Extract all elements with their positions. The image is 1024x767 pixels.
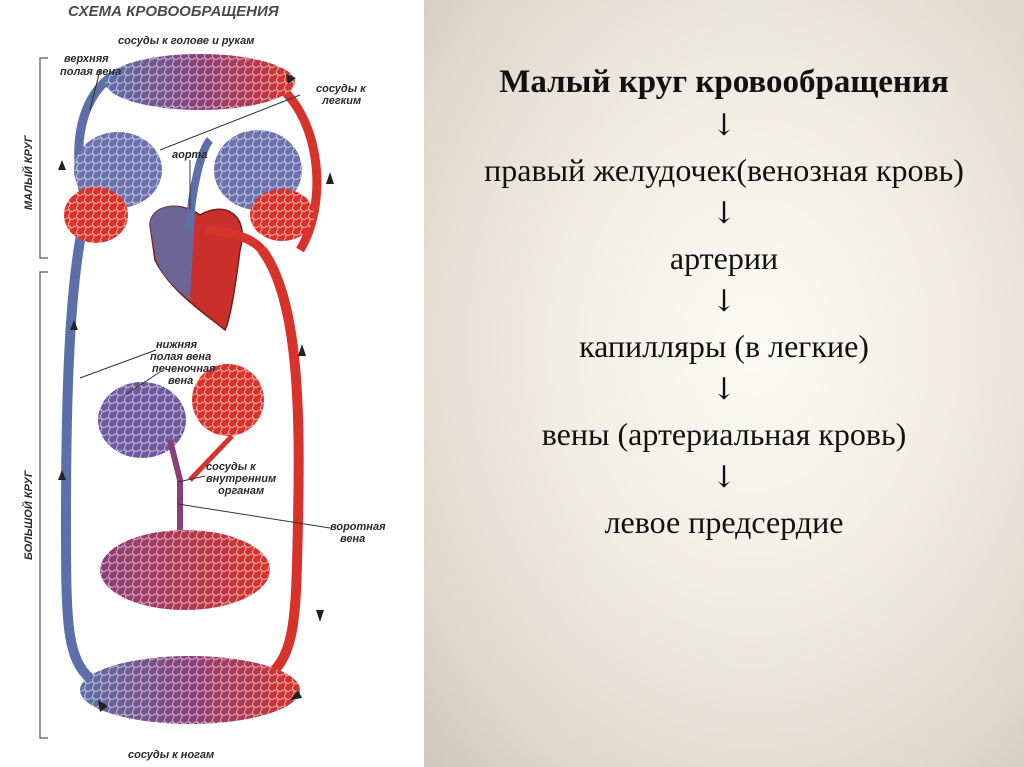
- label-organs-1: сосуды к: [206, 461, 257, 473]
- label-portal-1: воротная: [330, 521, 386, 533]
- label-lungs-1: сосуды к: [316, 83, 367, 95]
- flow-step-right-ventricle: правый желудочек(венозная кровь): [484, 152, 964, 188]
- flow-step-capillaries: капилляры (в легкие): [579, 328, 869, 364]
- down-arrow-icon: ↓: [711, 372, 737, 407]
- label-hepatic-2: вена: [168, 375, 193, 387]
- down-arrow-icon: ↓: [711, 460, 737, 495]
- artery-to-organs: [188, 434, 234, 482]
- label-ivc-1: нижняя: [156, 339, 198, 351]
- label-organs-3: органам: [218, 485, 264, 497]
- down-arrow-icon: ↓: [711, 284, 737, 319]
- text-panel: Малый круг кровообращения ↓ правый желуд…: [424, 0, 1024, 767]
- down-arrow-icon: ↓: [711, 196, 737, 231]
- label-lungs-2: легким: [321, 95, 361, 107]
- big-circle-bracket: [39, 271, 48, 739]
- artery-aorta-descending: [257, 246, 304, 685]
- small-circle-bracket: [39, 57, 48, 259]
- label-head-arms: сосуды к голове и рукам: [118, 35, 254, 47]
- down-arrow-icon: ↓: [711, 108, 737, 143]
- label-ivc-2: полая вена: [150, 351, 211, 363]
- label-hepatic-1: печеночная: [152, 363, 216, 375]
- flow-arrows: [58, 74, 334, 712]
- label-portal-2: вена: [340, 533, 365, 545]
- pulmonary-trunk: [186, 137, 214, 231]
- heart-right-side: [150, 206, 195, 300]
- vein-ivc: [60, 229, 96, 684]
- flow-step-veins: вены (артериальная кровь): [541, 416, 907, 452]
- label-aorta: аорта: [172, 149, 207, 161]
- flow-step-left-atrium: левое предсердие: [604, 504, 844, 540]
- diagram-title: СХЕМА КРОВООБРАЩЕНИЯ: [68, 3, 280, 20]
- label-organs-2: внутренним: [206, 473, 276, 485]
- label-small-circle: МАЛЫЙ КРУГ: [22, 134, 35, 210]
- circulation-flow: Малый круг кровообращения ↓ правый желуд…: [424, 60, 1024, 544]
- flow-step-arteries: артерии: [669, 240, 779, 276]
- portal-vein: [167, 439, 183, 530]
- label-big-circle: БОЛЬШОЙ КРУГ: [22, 469, 35, 560]
- aorta-arch: [204, 225, 266, 254]
- label-svc-1: верхняя: [64, 53, 109, 65]
- circulation-diagram: СХЕМА КРОВООБРАЩЕНИЯ сосуды к голове и р…: [0, 0, 424, 767]
- flow-heading: Малый круг кровообращения: [499, 64, 949, 100]
- pointer-lines: [79, 69, 331, 529]
- label-legs: сосуды к ногам: [128, 749, 214, 761]
- circulation-diagram-svg: СХЕМА КРОВООБРАЩЕНИЯ сосуды к голове и р…: [22, 3, 386, 761]
- label-svc-2: полая вена: [60, 66, 121, 78]
